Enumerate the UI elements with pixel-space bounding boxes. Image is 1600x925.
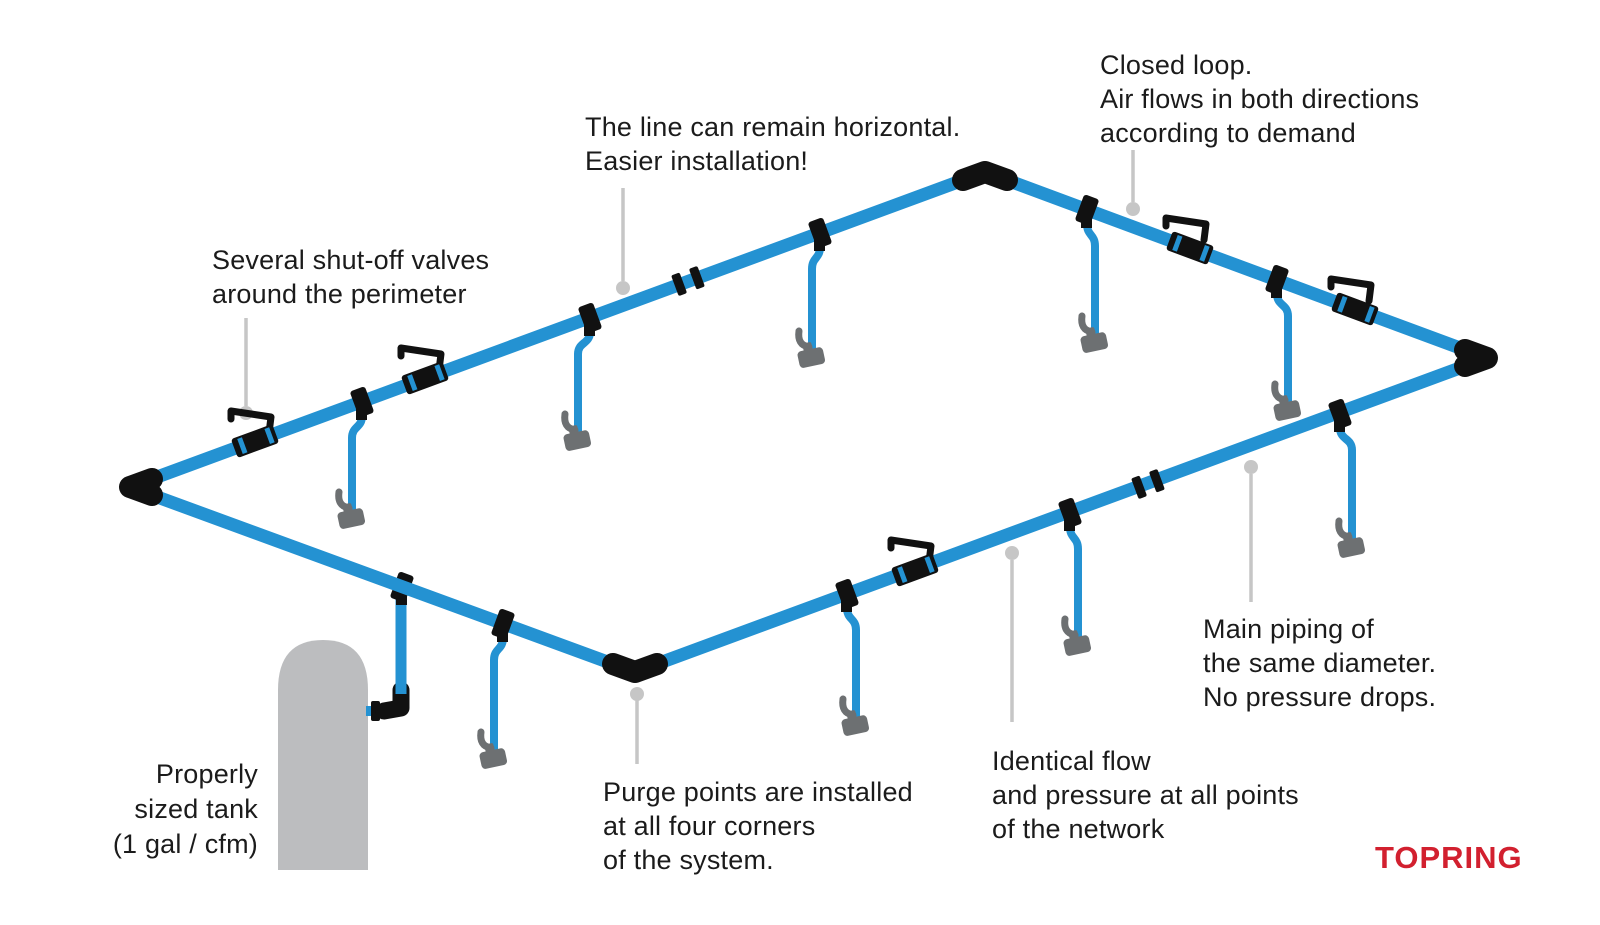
annotation-shutoff-valves: Several shut-off valves around the perim…: [212, 243, 489, 311]
annotation-tank: Properly sized tank (1 gal / cfm): [58, 757, 258, 862]
annotation-line: at all four corners: [603, 811, 816, 841]
leader-identical: [1005, 546, 1019, 722]
corner-elbow-left: [119, 468, 163, 506]
leader-horizontal: [616, 188, 630, 295]
annotation-line: Main piping of: [1203, 614, 1374, 644]
annotation-identical-flow: Identical flow and pressure at all point…: [992, 744, 1299, 846]
shutoff-valve-5: [887, 536, 939, 587]
brand-logo: TOPRING: [1375, 840, 1523, 875]
drop-point-3: [795, 217, 832, 368]
leader-closed-loop: [1126, 150, 1140, 216]
annotation-purge-points: Purge points are installed at all four c…: [603, 775, 913, 877]
annotation-line: (1 gal / cfm): [112, 829, 258, 859]
annotation-line: Identical flow: [992, 746, 1151, 776]
annotation-horizontal-line: The line can remain horizontal. Easier i…: [585, 110, 960, 178]
drop-point-2: [561, 302, 602, 451]
annotation-line: according to demand: [1100, 118, 1356, 148]
tank: [278, 640, 368, 870]
shutoff-valve-4: [1327, 275, 1379, 326]
leader-main-piping: [1244, 460, 1258, 602]
corner-elbow-top: [952, 161, 1018, 191]
drop-point-1: [335, 386, 374, 529]
shutoff-valve-3: [1162, 214, 1214, 265]
pipe-coupler-1: [671, 266, 705, 296]
shutoff-valve-1: [227, 407, 279, 458]
annotation-line: No pressure drops.: [1203, 682, 1437, 712]
drop-point-9: [477, 608, 515, 769]
leader-purge: [630, 687, 644, 764]
annotation-line: and pressure at all points: [992, 780, 1299, 810]
drop-point-6: [1328, 398, 1366, 558]
annotation-line: sized tank: [134, 794, 258, 824]
annotation-line: Several shut-off valves: [212, 245, 490, 275]
annotation-line: Properly: [155, 759, 258, 789]
annotation-line: around the perimeter: [212, 279, 467, 309]
annotation-line: of the network: [992, 814, 1165, 844]
annotation-closed-loop: Closed loop. Air flows in both direction…: [1100, 48, 1419, 150]
annotation-line: Purge points are installed: [603, 777, 913, 807]
shutoff-valve-2: [397, 344, 449, 395]
annotation-line: the same diameter.: [1203, 648, 1437, 678]
corner-elbow-right: [1454, 339, 1498, 377]
drop-point-8: [835, 578, 870, 736]
annotation-line: The line can remain horizontal.: [585, 112, 961, 142]
annotation-line: Air flows in both directions: [1100, 84, 1420, 114]
drop-point-7: [1058, 497, 1092, 656]
leader-shutoff: [239, 318, 253, 420]
corner-elbow-bottom: [602, 653, 668, 683]
annotation-line: Easier installation!: [585, 146, 809, 176]
pipe-coupler-2: [1131, 469, 1165, 499]
drop-point-4: [1075, 194, 1109, 353]
annotation-line: Closed loop.: [1100, 50, 1253, 80]
annotation-main-piping: Main piping of the same diameter. No pre…: [1203, 612, 1436, 714]
annotation-line: of the system.: [603, 845, 774, 875]
drop-point-5: [1265, 264, 1302, 421]
